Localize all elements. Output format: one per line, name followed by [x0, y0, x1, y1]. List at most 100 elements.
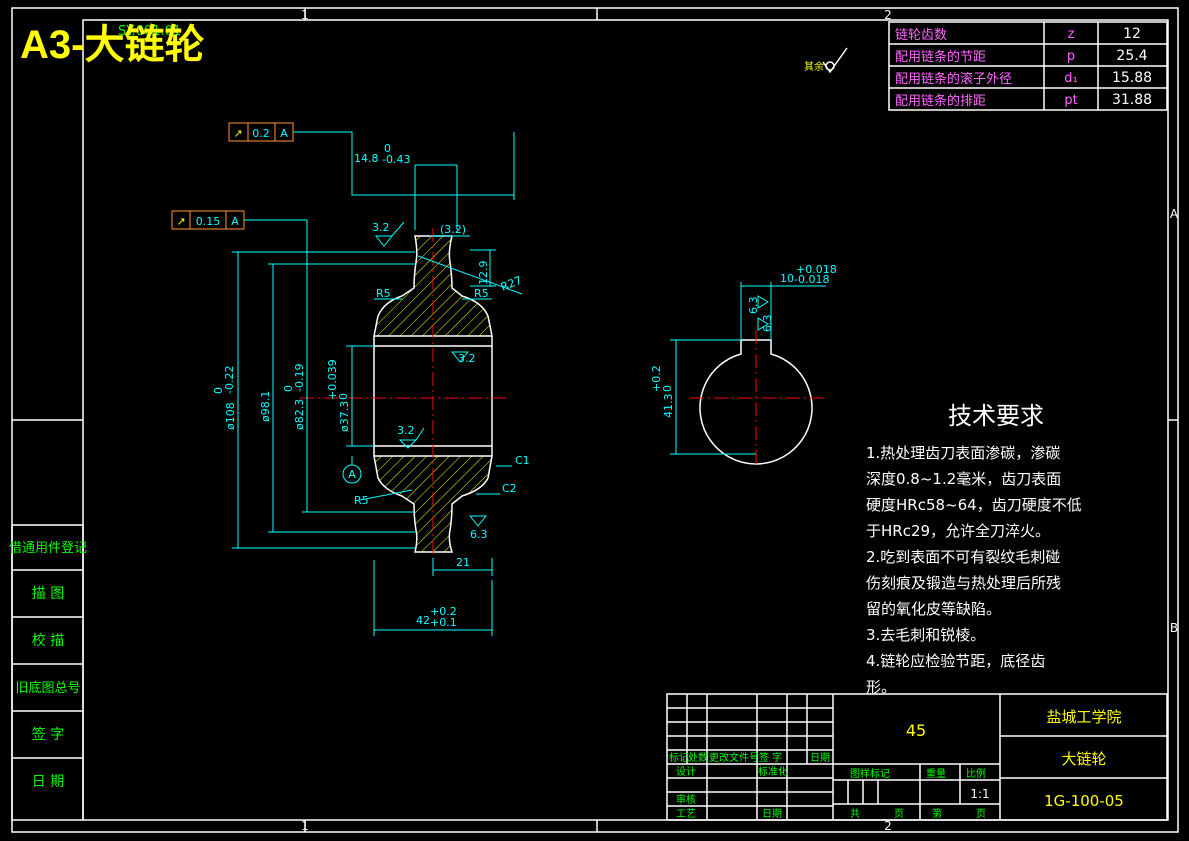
scale-value: 1:1 — [970, 787, 989, 801]
strip-label-1: 借通用件登记 — [9, 541, 87, 556]
label-scale: 比例 — [966, 767, 986, 780]
drawing-number: 1G-100-05 — [1044, 792, 1124, 810]
dim-d82-up: 0 — [282, 385, 295, 392]
param-label-row-spacing: 配用链条的排距 — [895, 93, 986, 109]
rough-mid: 3.2 — [458, 352, 476, 365]
dim-hub-width: 14.8 — [354, 152, 379, 165]
label-standardize: 标准化 — [758, 765, 788, 778]
tol-value-2: 0.15 — [196, 215, 221, 228]
tol-value-1: 0.2 — [252, 127, 270, 140]
label-page-2: 页 — [976, 808, 986, 820]
strip-label-4: 旧底图总号 — [15, 680, 80, 696]
title-block: 标记 处数 更改文件号 签 字 日期 设计 标准化 审核 工艺 日期 45 图样… — [666, 693, 1168, 821]
tooth-ref: (3.2) — [440, 223, 466, 236]
rev-header-file: 更改文件号 — [709, 751, 759, 764]
diameter-dims: ø108 0 -0.22 ø98.1 ø82.3 0 -0.19 ø37.3 +… — [212, 251, 415, 549]
param-symbol-p: p — [1067, 49, 1075, 64]
dim-key-depth: 41.3 — [662, 394, 675, 419]
sprocket-section-view — [300, 228, 510, 560]
dim-hub-width-up: 0 — [384, 142, 391, 155]
dim-d37: ø37.3 — [338, 401, 351, 432]
dim-key-width: 10 — [780, 272, 794, 285]
dim-42: 42 — [416, 614, 430, 627]
zone-bottom-1: 1 — [301, 819, 309, 833]
label-page-1: 页 — [894, 808, 904, 820]
param-value-pitch: 25.4 — [1116, 48, 1147, 64]
param-symbol-pt: pt — [1064, 93, 1077, 108]
chamfer-c2: C2 — [502, 482, 517, 495]
label-total: 共 — [850, 808, 860, 820]
tech-requirements: 技术要求 1.热处理齿刀表面渗碳，渗碳 深度0.8~1.2毫米，齿刀表面 硬度H… — [866, 402, 1082, 696]
left-register-strip: 借通用件登记 描 图 校 描 旧底图总号 签 字 日 期 — [9, 524, 87, 821]
radius-27: R27 — [499, 274, 524, 294]
title-overlay: SY.001.01 — [118, 24, 181, 39]
tech-line-4: 于HRc29，允许全刀淬火。 — [866, 522, 1050, 540]
param-table: 链轮齿数 z 12 配用链条的节距 p 25.4 配用链条的滚子外径 d₁ 15… — [888, 21, 1168, 111]
param-value-teeth: 12 — [1123, 26, 1141, 42]
dim-key-up: +0.018 — [796, 263, 837, 276]
dim-42-up: +0.2 — [430, 605, 457, 618]
keyway-view: 10 +0.018 -0.018 6.3 6.3 41.3 +0.2 0 — [650, 263, 837, 465]
label-weight: 重量 — [926, 767, 946, 780]
param-symbol-d1: d₁ — [1064, 71, 1077, 86]
zone-top-1: 1 — [301, 8, 309, 22]
tech-line-7: 留的氧化皮等缺陷。 — [866, 600, 1001, 618]
roughness-circle — [825, 61, 835, 71]
strip-label-2: 描 图 — [32, 586, 64, 602]
page-title: A3-大链轮 — [20, 23, 204, 67]
hub-width-dim: 14.8 0 -0.43 — [352, 132, 515, 230]
rough-bore: 3.2 — [397, 424, 415, 437]
dim-21: 21 — [456, 556, 470, 569]
tol-datum-1: A — [280, 127, 288, 140]
param-label-pitch: 配用链条的节距 — [895, 49, 986, 65]
zone-right-a: A — [1170, 207, 1179, 221]
dim-d108-up: 0 — [212, 387, 225, 394]
section-annotations: 3.2 (3.2) 12.9 R27 R5 R5 3.2 3.2 C1 C2 R… — [342, 221, 530, 636]
dim-key-depth-up: +0.2 — [650, 365, 663, 392]
rough-bottom: 6.3 — [470, 528, 488, 541]
dim-d108: ø108 — [224, 402, 237, 430]
tech-line-6: 伤刻痕及锻造与热处理后所残 — [866, 574, 1061, 592]
dim-d82: ø82.3 — [293, 399, 306, 430]
rev-header-date: 日期 — [810, 752, 830, 764]
tech-line-9: 4.链轮应检验节距，底径齿 — [866, 652, 1045, 670]
rev-header-count: 处数 — [688, 751, 708, 764]
param-label-teeth: 链轮齿数 — [895, 28, 947, 43]
zone-bottom-2: 2 — [884, 819, 892, 833]
label-stage: 图样标记 — [850, 767, 890, 780]
tolerance-frame-2: ↗ 0.15 A — [171, 210, 308, 300]
dim-42-low: +0.1 — [430, 616, 457, 629]
dim-d108-low: -0.22 — [223, 366, 236, 394]
tech-line-1: 1.热处理齿刀表面渗碳，渗碳 — [866, 444, 1060, 462]
param-value-row-spacing: 31.88 — [1112, 92, 1152, 108]
rev-header-sign: 签 字 — [759, 751, 782, 764]
school-name: 盐城工学院 — [1046, 708, 1121, 726]
runout-icon: ↗ — [233, 127, 242, 140]
tech-line-3: 硬度HRc58~64，齿刀硬度不低 — [866, 496, 1082, 514]
label-date: 日期 — [762, 808, 782, 820]
dim-d82-low: -0.19 — [293, 364, 306, 392]
tech-line-8: 3.去毛刺和锐棱。 — [866, 626, 985, 644]
zone-top-2: 2 — [884, 8, 892, 22]
rough-top-value: 3.2 — [372, 221, 390, 234]
tol-datum-2: A — [231, 215, 239, 228]
datum-a-label: A — [348, 468, 356, 481]
dim-key-low: -0.018 — [794, 273, 829, 286]
strip-label-6: 日 期 — [32, 774, 64, 790]
runout-icon-2: ↗ — [176, 215, 185, 228]
strip-label-3: 校 描 — [32, 632, 64, 649]
dim-hub-width-low: -0.43 — [382, 153, 410, 166]
radius-5-bottom: R5 — [354, 494, 369, 507]
dim-d37-up: +0.039 — [326, 359, 339, 400]
param-label-roller: 配用链条的滚子外径 — [895, 71, 1012, 87]
param-symbol-z: z — [1068, 27, 1075, 42]
tech-heading: 技术要求 — [948, 402, 1044, 430]
tech-line-2: 深度0.8~1.2毫米，齿刀表面 — [866, 470, 1061, 488]
label-review: 审核 — [676, 793, 696, 806]
param-value-roller: 15.88 — [1112, 70, 1152, 86]
surface-note: 其余 — [804, 60, 824, 73]
label-process: 工艺 — [676, 808, 696, 820]
key-rough-1: 6.3 — [747, 297, 760, 315]
tech-line-10: 形。 — [866, 678, 896, 696]
